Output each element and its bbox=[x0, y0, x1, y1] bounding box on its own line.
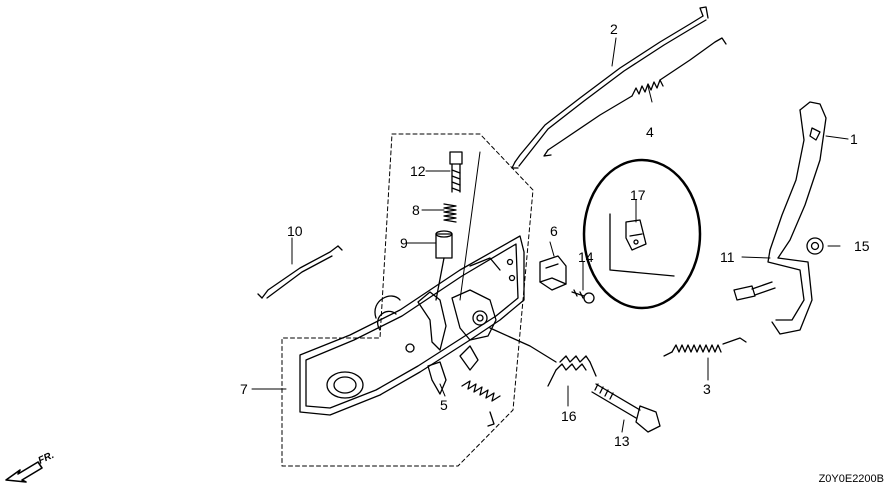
part-9-collar bbox=[435, 230, 453, 259]
front-direction-indicator: FR. bbox=[5, 450, 56, 483]
governor-mechanism bbox=[417, 289, 497, 395]
leader-lines bbox=[251, 37, 849, 433]
part-14-screw bbox=[571, 289, 595, 304]
part-11-bolt bbox=[733, 281, 776, 301]
part-16-torsion-spring bbox=[489, 327, 597, 387]
callout-6: 6 bbox=[550, 223, 558, 239]
part-2-governor-rod bbox=[511, 6, 709, 169]
part-4-rod-with-spring bbox=[543, 37, 727, 157]
front-label: FR. bbox=[37, 450, 56, 467]
callout-8: 8 bbox=[412, 202, 420, 218]
callout-5: 5 bbox=[440, 397, 448, 413]
callout-12: 12 bbox=[410, 163, 426, 179]
callout-4: 4 bbox=[646, 124, 654, 140]
callout-13: 13 bbox=[614, 433, 630, 449]
callout-11: 11 bbox=[720, 249, 735, 265]
part-7-base-plate bbox=[299, 235, 525, 416]
part-12-bolt bbox=[449, 151, 463, 193]
part-10-link-rod bbox=[257, 245, 343, 299]
callout-7: 7 bbox=[240, 381, 248, 397]
part-1-control-lever bbox=[767, 101, 827, 335]
assembly-boundary bbox=[281, 133, 534, 467]
diagram-code: Z0Y0E2200B bbox=[818, 473, 884, 485]
shaft-line bbox=[435, 257, 445, 301]
callout-numbers: 2 4 1 11 15 3 17 6 14 10 12 8 9 7 5 16 1… bbox=[240, 21, 870, 449]
callout-2: 2 bbox=[610, 21, 618, 37]
part-3-spring bbox=[663, 337, 747, 357]
part-6-clip bbox=[539, 255, 567, 291]
part-8-spring bbox=[443, 203, 457, 223]
part-5-spring bbox=[461, 380, 501, 427]
part-13-bolt bbox=[591, 383, 661, 433]
callout-17: 17 bbox=[630, 187, 646, 203]
callout-1: 1 bbox=[850, 131, 858, 147]
callout-9: 9 bbox=[400, 235, 408, 251]
callout-3: 3 bbox=[703, 381, 711, 397]
shaft-line-2 bbox=[459, 151, 481, 301]
part-17-inset bbox=[582, 158, 702, 310]
callout-14: 14 bbox=[578, 249, 594, 265]
callout-10: 10 bbox=[287, 223, 303, 239]
callout-16: 16 bbox=[561, 408, 577, 424]
callout-15: 15 bbox=[854, 238, 870, 254]
part-15-nut bbox=[806, 237, 824, 255]
front-arrow-icon bbox=[5, 461, 43, 483]
